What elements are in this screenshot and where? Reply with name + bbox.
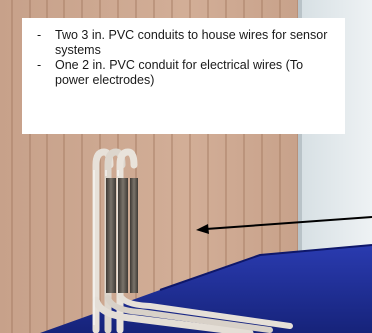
- callout-item-2-text: One 2 in. PVC conduit for electrical wir…: [55, 58, 304, 87]
- callout-item-1-text: Two 3 in. PVC conduits to house wires fo…: [55, 28, 328, 57]
- bullet-dash: -: [37, 28, 42, 42]
- callout-list: -Two 3 in. PVC conduits to house wires f…: [34, 28, 333, 88]
- bullet-dash: -: [37, 58, 42, 72]
- pointer-arrow: [196, 216, 372, 234]
- floor-edge: [159, 244, 372, 291]
- callout-item-1: -Two 3 in. PVC conduits to house wires f…: [34, 28, 333, 58]
- panel-edge: [298, 0, 302, 333]
- pvc-conduits: [92, 148, 293, 333]
- callout-box: -Two 3 in. PVC conduits to house wires f…: [22, 18, 345, 134]
- callout-item-2: -One 2 in. PVC conduit for electrical wi…: [34, 58, 333, 88]
